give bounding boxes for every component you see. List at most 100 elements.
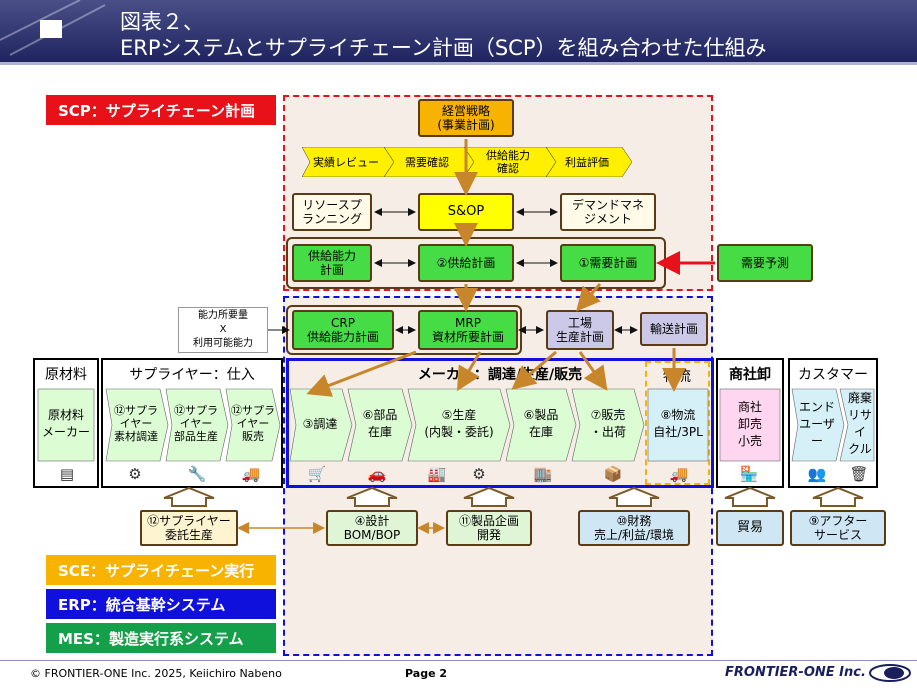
strategy-box: 経営戦略 (事業計画): [418, 99, 514, 137]
logistics-line2: 自社/3PL: [653, 425, 703, 439]
mrp-line2: 資材所要計画: [431, 330, 504, 344]
resource-line1: リソースプ: [302, 198, 362, 212]
factory-line2: 生産計画: [555, 330, 604, 344]
crp-line1: CRP: [331, 316, 355, 330]
legend-sce: SCE：サプライチェーン実行: [46, 555, 276, 585]
step-profit: 利益評価: [565, 156, 609, 169]
sup1-line3: 素材調達: [114, 429, 158, 443]
sup3-line3: 販売: [242, 429, 264, 443]
maker-column: [286, 358, 714, 488]
product-plan-line1: ⑪製品企画: [458, 514, 519, 528]
factory-icon: 🏭: [427, 465, 447, 483]
parts-line2: 在庫: [367, 425, 392, 439]
strategy-line2: (事業計画): [437, 118, 495, 132]
page-number: Page 2: [405, 667, 448, 680]
capacity-note-line2: X: [219, 324, 227, 335]
design-box: ④設計 BOM/BOP: [326, 510, 418, 546]
demand-management-box: デマンドマネ ジメント: [560, 193, 656, 231]
supplier-material-step: ⑫サプラ イヤー 素材調達: [106, 398, 166, 448]
production-line1: ⑤生産: [441, 408, 477, 422]
sup2-line3: 部品生産: [174, 429, 218, 443]
step-demand: 需要確認: [405, 156, 449, 169]
supplier-parts-step: ⑫サプラ イヤー 部品生産: [166, 398, 226, 448]
logistics-line1: ⑧物流: [660, 408, 696, 422]
demand-forecast-box: 需要予測: [717, 244, 813, 282]
trade-line1: 商社: [737, 399, 762, 414]
parts-inventory-step: ⑥部品 在庫: [352, 402, 408, 446]
copyright: © FRONTIER-ONE Inc. 2025, Keiichiro Nabe…: [30, 667, 282, 680]
step-capacity: 供給能力 確認: [472, 148, 544, 176]
step-review: 実績レビュー: [313, 156, 379, 169]
sup2-line2: イヤー: [179, 416, 213, 430]
raw-header: 原材料: [45, 367, 87, 383]
gear-icon: ⚙: [128, 465, 142, 483]
recycle-line2: リサイ: [847, 408, 872, 439]
factory-line1: 工場: [567, 316, 592, 330]
brand-logo-icon: [868, 663, 912, 683]
raw-maker-step: 原材料 メーカー: [38, 400, 94, 448]
consign-line1: ⑫サプライヤー: [147, 514, 231, 528]
customer-header: カスタマー: [798, 367, 868, 383]
title-banner: [0, 0, 917, 62]
demand-mgmt-line2: ジメント: [583, 212, 632, 226]
logistics-step: ⑧物流 自社/3PL: [648, 402, 708, 446]
users-icon: 👥: [807, 465, 827, 483]
sales-line2: ・出荷: [589, 425, 626, 439]
delivery-truck-icon: 🚚: [669, 465, 689, 483]
step-capacity-line2: 確認: [497, 162, 519, 175]
demand-mgmt-line1: デマンドマネ: [571, 198, 644, 212]
capacity-note-line1: 能力所要量: [198, 310, 248, 321]
production-step: ⑤生産 (内製・委託): [412, 402, 506, 446]
capacity-plan-line2: 計画: [319, 263, 344, 277]
sales-step: ⑦販売 ・出荷: [576, 402, 640, 446]
cart-icon: 🛒: [307, 465, 327, 483]
supplier-header: サプライヤー：仕入: [129, 367, 255, 383]
sup1-line2: イヤー: [119, 416, 153, 430]
product-inventory-step: ⑥製品 在庫: [510, 402, 572, 446]
bricks-icon: ▤: [59, 465, 75, 483]
resource-line2: ランニング: [301, 212, 362, 226]
legend-scp: SCP：サプライチェーン計画: [46, 95, 276, 125]
banner-decor: [0, 0, 110, 62]
after-line2: サービス: [813, 528, 862, 542]
raw-maker-line2: メーカー: [41, 425, 90, 439]
trade-box: 貿易: [716, 510, 784, 546]
finance-line1: ⑩財務: [616, 514, 652, 528]
after-line1: ⑨アフター: [808, 514, 868, 528]
footer-rule: [0, 660, 917, 661]
sup1-line1: ⑫サプラ: [114, 403, 158, 417]
capacity-plan-line1: 供給能力: [307, 249, 356, 263]
production-line2: (内製・委託): [424, 425, 494, 439]
car-icon: 🚗: [367, 465, 387, 483]
strategy-line1: 経営戦略: [441, 104, 490, 118]
procurement-step: ③調達: [302, 416, 338, 431]
recycle-step: 廃棄 リサイ クル: [844, 391, 876, 456]
transport-plan-box: 輸送計画: [640, 312, 708, 346]
consign-line2: 委託生産: [164, 528, 213, 542]
product-plan-line2: 開発: [476, 528, 501, 542]
crp-box: CRP 供給能力計画: [292, 310, 394, 350]
conveyor-icon: ⚙: [472, 465, 486, 483]
crp-line2: 供給能力計画: [306, 330, 379, 344]
legend-mes: MES：製造実行系システム: [46, 623, 276, 653]
recycle-line1: 廃棄: [847, 391, 872, 405]
after-service-box: ⑨アフター サービス: [790, 510, 886, 546]
trade-step: 商社 卸売 小売: [720, 394, 780, 454]
design-line2: BOM/BOP: [343, 528, 401, 542]
hand-package-icon: 📦: [603, 465, 623, 483]
parts-line1: ⑥部品: [362, 408, 398, 422]
mrp-line1: MRP: [455, 316, 481, 330]
capacity-note-line3: 利用可能能力: [193, 338, 253, 349]
warehouse-icon: 🏬: [533, 465, 553, 483]
sup3-line2: イヤー: [236, 416, 270, 430]
truck-icon: 🚚: [241, 465, 261, 483]
title-line2: ERPシステムとサプライチェーン計画（SCP）を組み合わせた仕組み: [120, 36, 767, 60]
title-underline: [0, 62, 917, 65]
products-line1: ⑥製品: [523, 408, 559, 422]
trade-line2: 卸売: [737, 416, 762, 431]
finance-line2: 売上/利益/環境: [593, 528, 675, 542]
sup2-line1: ⑫サプラ: [174, 403, 218, 417]
product-plan-box: ⑪製品企画 開発: [446, 510, 532, 546]
trade-line3: 小売: [737, 433, 762, 448]
